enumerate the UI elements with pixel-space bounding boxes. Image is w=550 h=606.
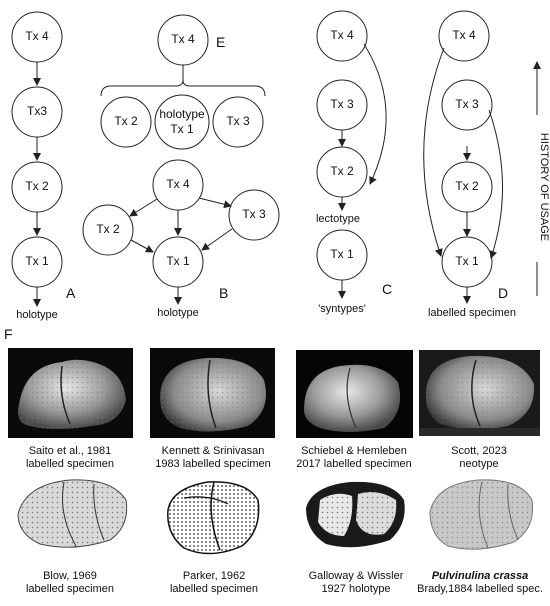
node-d-tx4 [438,10,490,62]
drawing-blow [17,479,128,548]
edge-b-4-2 [129,198,158,217]
panel-c: Tx 4 Tx 3 Tx 2 lectotype Tx 1 'syntypes'… [316,10,392,315]
node-e-tx1-label: Tx 1 [170,122,194,136]
caption-blow-2: labelled specimen [26,583,114,595]
node-e-tx3-label: Tx 3 [226,114,250,128]
edge-b-4-3 [198,197,232,209]
node-e-tx1 [154,94,210,150]
caption-scott-2: neotype [459,458,498,470]
caption-blow-1: Blow, 1969 [43,570,97,582]
panel-letter-c: C [382,281,392,297]
photo-captions-row-1: Saito et al., 1981 labelled specimen Ken… [26,445,507,470]
panel-letter-d: D [498,285,508,301]
panel-b: Tx 4 Tx 2 Tx 3 Tx 1 holotype B [82,159,280,319]
node-c-tx4 [316,10,368,62]
node-b-tx2-label: Tx 2 [96,222,120,236]
node-a-tx4-label: Tx 4 [25,29,49,43]
node-d-tx3 [441,79,493,131]
panel-d: Tx 4 Tx 3 Tx 2 Tx 1 labelled specimen D [423,10,516,319]
node-d-tx4-label: Tx 4 [452,28,476,42]
caption-brady-1: Pulvinulina crassa [432,570,529,582]
node-c-tx1-label: Tx 1 [330,247,354,261]
node-d-tx1-label: Tx 1 [455,254,479,268]
caption-b: holotype [157,307,199,319]
edge-b-2-1 [130,239,154,253]
node-e-tx3 [212,96,264,148]
brace-e [100,79,266,97]
node-a-tx1-label: Tx 1 [25,254,49,268]
node-a-tx3-label: Tx3 [27,104,47,118]
drawing-galloway [306,481,405,548]
history-label: HISTORY OF USAGE [538,133,550,241]
caption-saito-1: Saito et al., 1981 [29,445,112,457]
panel-a: Tx 4 Tx3 Tx 2 Tx 1 holotype A [11,11,76,321]
panel-letter-b: B [219,285,228,301]
caption-schiebel-2: 2017 labelled specimen [296,458,412,470]
node-c-tx3-label: Tx 3 [330,97,354,111]
caption-parker-2: labelled specimen [170,583,258,595]
edge-b-3-1 [201,228,233,251]
history-of-usage: HISTORY OF USAGE [533,61,550,296]
sem-photo-saito [8,348,133,438]
caption-schiebel-1: Schiebel & Hemleben [301,445,407,457]
caption-saito-2: labelled specimen [26,458,114,470]
panel-letter-a: A [66,285,76,301]
node-e-tx2-label: Tx 2 [114,114,138,128]
node-b-tx4-label: Tx 4 [166,177,190,191]
node-e-tx2 [100,96,152,148]
drawing-brady [429,479,534,550]
node-b-tx3 [228,189,280,241]
caption-c: 'syntypes' [318,303,366,315]
photo-captions-row-2: Blow, 1969 labelled specimen Parker, 196… [26,570,543,595]
panel-letter-e: E [216,34,225,50]
drawing-parker [167,481,260,555]
node-c-tx2-label: Tx 2 [330,164,354,178]
node-d-tx3-label: Tx 3 [455,97,479,111]
node-b-tx1-label: Tx 1 [166,254,190,268]
node-b-tx2 [82,204,134,256]
caption-galloway-1: Galloway & Wissler [309,570,404,582]
caption-kennett-1: Kennett & Srinivasan [162,445,265,457]
node-b-tx3-label: Tx 3 [242,207,266,221]
caption-c-lectotype: lectotype [316,213,360,225]
edge-d-curve-right [488,109,504,259]
sem-photo-scott [419,350,540,436]
node-d-tx2-label: Tx 2 [455,179,479,193]
node-c-tx4-label: Tx 4 [330,28,354,42]
caption-parker-1: Parker, 1962 [183,570,245,582]
node-a-tx2-label: Tx 2 [25,179,49,193]
caption-galloway-2: 1927 holotype [321,583,390,595]
sem-photo-schiebel [296,350,413,438]
caption-scott-1: Scott, 2023 [451,445,507,457]
caption-d: labelled specimen [428,307,516,319]
caption-brady-2: Brady,1884 labelled spec. [417,583,543,595]
edge-c-curve [363,43,387,185]
caption-a: holotype [16,309,58,321]
edge-d-curve-left [423,47,445,257]
sem-photo-kennett [150,348,275,438]
panel-letter-f: F [4,326,13,342]
caption-kennett-2: 1983 labelled specimen [155,458,271,470]
photo-row-1 [8,348,540,438]
photo-row-2 [17,479,534,555]
node-e-holotype-label: holotype [159,107,205,121]
panel-e: Tx 4 E Tx 2 holotype Tx 1 Tx 3 [100,14,266,150]
node-e-tx4-label: Tx 4 [171,32,195,46]
